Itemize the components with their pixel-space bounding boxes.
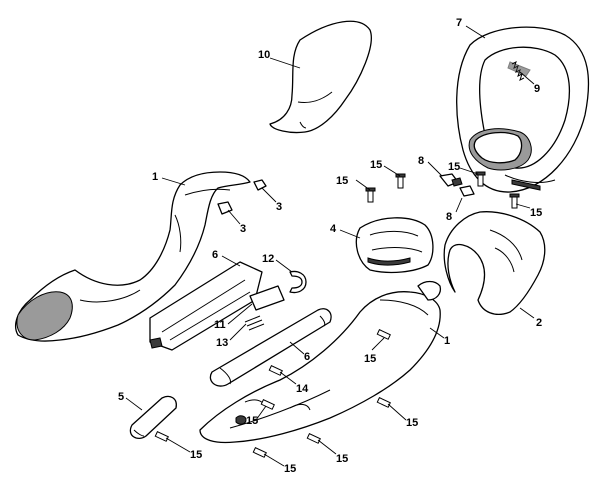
callout-2: 2: [536, 317, 542, 329]
callout-8-b: 8: [446, 211, 452, 223]
callout-12: 12: [262, 253, 274, 265]
part-1-left-housing: [15, 171, 251, 342]
screw-15-a: [365, 187, 376, 203]
callout-15-i: 15: [336, 453, 348, 465]
callout-11: 11: [214, 319, 226, 331]
part-9-spring: [507, 61, 531, 81]
callout-6-lower: 6: [304, 351, 310, 363]
screw-15-i: [306, 432, 321, 444]
part-4-cover: [355, 217, 434, 274]
callout-6-upper: 6: [212, 249, 218, 261]
part-12-retaining-ring: [289, 270, 307, 294]
part-13-spring-pin: [244, 315, 265, 331]
callout-4: 4: [330, 223, 337, 235]
part-5-handle-insert: [129, 395, 177, 440]
callout-15-d: 15: [530, 207, 542, 219]
callout-14: 14: [296, 383, 309, 395]
part-7-loop-handle: [456, 26, 590, 193]
callout-15-g: 15: [246, 415, 258, 427]
screw-15-h: [376, 396, 391, 408]
part-8-nut-b: [459, 185, 475, 197]
callout-3-b: 3: [240, 223, 246, 235]
callout-15-b: 15: [370, 159, 382, 171]
callout-3-a: 3: [276, 201, 282, 213]
screw-15-d: [509, 193, 520, 209]
callout-10: 10: [258, 49, 270, 61]
callout-9: 9: [534, 83, 540, 95]
callout-5: 5: [118, 391, 124, 403]
screw-15-b: [395, 173, 406, 189]
callout-15-e: 15: [364, 353, 376, 365]
screw-14: [268, 364, 283, 376]
callout-labels: 10 7 9 1 3 3 15 15 8 15 8 15 4 6 12 2 11…: [118, 17, 542, 475]
screw-15-e: [376, 328, 391, 340]
callout-15-j: 15: [284, 463, 296, 475]
callout-13: 13: [216, 337, 228, 349]
part-2-guard: [443, 211, 546, 315]
part-11-lever: [249, 285, 285, 311]
callout-7: 7: [456, 17, 462, 29]
part-6-tube: [209, 308, 332, 387]
screw-15-j: [252, 446, 267, 458]
part-1-right-housing: [199, 280, 442, 444]
part-10-shield: [269, 20, 372, 134]
callout-15-h: 15: [406, 417, 418, 429]
part-3-clip-a: [253, 179, 267, 191]
callout-15-a: 15: [336, 175, 348, 187]
callout-1-left: 1: [152, 171, 158, 183]
screw-15-g: [260, 398, 275, 410]
callout-15-c: 15: [448, 161, 460, 173]
callout-1-right: 1: [444, 335, 450, 347]
callout-8-a: 8: [418, 155, 424, 167]
part-8-nut-a: [439, 173, 463, 187]
callout-15-f: 15: [190, 449, 202, 461]
leader-lines: [125, 25, 535, 467]
screw-15-f: [154, 430, 169, 442]
